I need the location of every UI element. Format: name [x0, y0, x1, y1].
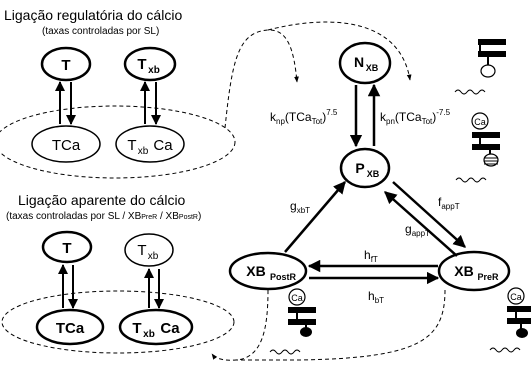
- node-Txb-top-sub: xb: [148, 65, 160, 76]
- node-TxbCa-top-post: Ca: [153, 137, 173, 154]
- node-TxbCa-bottom-pre: T: [132, 320, 141, 337]
- node-TxbCa-top: [115, 125, 185, 163]
- node-Txb-top-label: T: [137, 56, 146, 73]
- troponin-postr-icon: Ca: [269, 288, 316, 355]
- node-TxbCa-top-pre: T: [127, 137, 136, 154]
- top-section-title: Ligação regulatória do cálcio: [4, 7, 183, 23]
- ca-label-1: Ca: [474, 117, 486, 127]
- node-TCa-top: [31, 125, 101, 163]
- subtitle-mid: / XB: [157, 211, 179, 222]
- node-NXB-label: N: [354, 54, 364, 70]
- bottom-apparent-group: T T xb TCa T xb Ca: [1, 230, 235, 354]
- node-Txb-bottom-sub: xb: [148, 251, 159, 262]
- rate-kpn: kpn(TCaTot)-7.5: [380, 108, 451, 126]
- node-T-top: [40, 46, 92, 82]
- node-T-bottom: [41, 230, 93, 264]
- node-PXB-label: P: [355, 160, 364, 176]
- node-PXB: [339, 147, 391, 189]
- arrow-PostR-to-P: [284, 181, 346, 253]
- arrow-P-to-PreR: [392, 181, 466, 248]
- top-section-subtitle: (taxas controladas por SL): [42, 26, 160, 37]
- dashed-link-xbpost-to-bottom: [211, 289, 269, 361]
- crossbridge-cycle: N XB P XB XB PostR XB PreR: [228, 41, 511, 292]
- rate-hfT: hfT: [364, 248, 378, 264]
- node-XBPostR-label: XB: [246, 263, 265, 279]
- node-XBPreR: [437, 250, 511, 292]
- subtitle-sub-prer: PreR: [141, 214, 158, 221]
- dashed-link-top-to-kpn: [267, 21, 412, 81]
- rate-knp: knp(TCaTot)7.5: [270, 108, 338, 126]
- node-XBPreR-label: XB: [454, 263, 473, 279]
- troponin-prer-icon: Ca: [489, 287, 531, 353]
- node-T-bottom-label: T: [62, 240, 71, 257]
- node-TxbCa-bottom: [118, 308, 194, 346]
- node-TCa-top-label: TCa: [52, 137, 81, 154]
- node-XBPostR-sub: PostR: [270, 272, 297, 282]
- node-XBPreR-sub: PreR: [477, 272, 499, 282]
- node-PXB-sub: XB: [367, 169, 380, 179]
- ca-label-2: Ca: [291, 293, 303, 303]
- arrow-PreR-to-P: [384, 191, 458, 257]
- dashed-link-top-to-knp: [224, 29, 299, 129]
- subtitle-suffix: ): [197, 211, 202, 222]
- node-TCa-bottom-label: TCa: [56, 320, 85, 337]
- node-TxbCa-bottom-sub: xb: [143, 329, 155, 340]
- node-TxbCa-bottom-post: Ca: [160, 320, 180, 337]
- troponin-ca-bound-icon: Ca: [455, 112, 500, 183]
- rate-labels: knp(TCaTot)7.5 kpn(TCaTot)-7.5 gxbT fapp…: [270, 108, 460, 305]
- troponin-unbound-icon: [454, 39, 506, 95]
- node-NXB-sub: XB: [366, 63, 379, 73]
- rate-hbT: hbT: [368, 289, 384, 305]
- bottom-section-title: Ligação aparente do cálcio: [18, 192, 186, 208]
- node-Txb-bottom-label: T: [137, 242, 146, 259]
- subtitle-prefix: (taxas controladas por SL / XB: [6, 211, 142, 222]
- node-NXB: [338, 41, 392, 85]
- rate-gappT: gappT: [405, 222, 430, 238]
- subtitle-sub-postr: PostR: [178, 214, 198, 221]
- node-TCa-bottom: [35, 308, 105, 346]
- rate-gxbT: gxbT: [290, 199, 310, 215]
- ca-label-3: Ca: [510, 292, 522, 302]
- dashed-boundary-bottom: [1, 290, 235, 354]
- node-TxbCa-top-sub: xb: [138, 146, 149, 157]
- node-T-top-label: T: [61, 57, 70, 74]
- node-Txb-bottom: [124, 233, 174, 267]
- bottom-section-subtitle: (taxas controladas por SL / XBPreR / XBP…: [6, 212, 201, 222]
- dashed-boundary-top: [0, 105, 236, 179]
- rate-fappT: fappT: [438, 195, 460, 211]
- top-regulatory-group: T T xb TCa T xb Ca: [0, 46, 236, 179]
- node-XBPostR: [228, 251, 308, 291]
- node-Txb-top: [123, 46, 177, 82]
